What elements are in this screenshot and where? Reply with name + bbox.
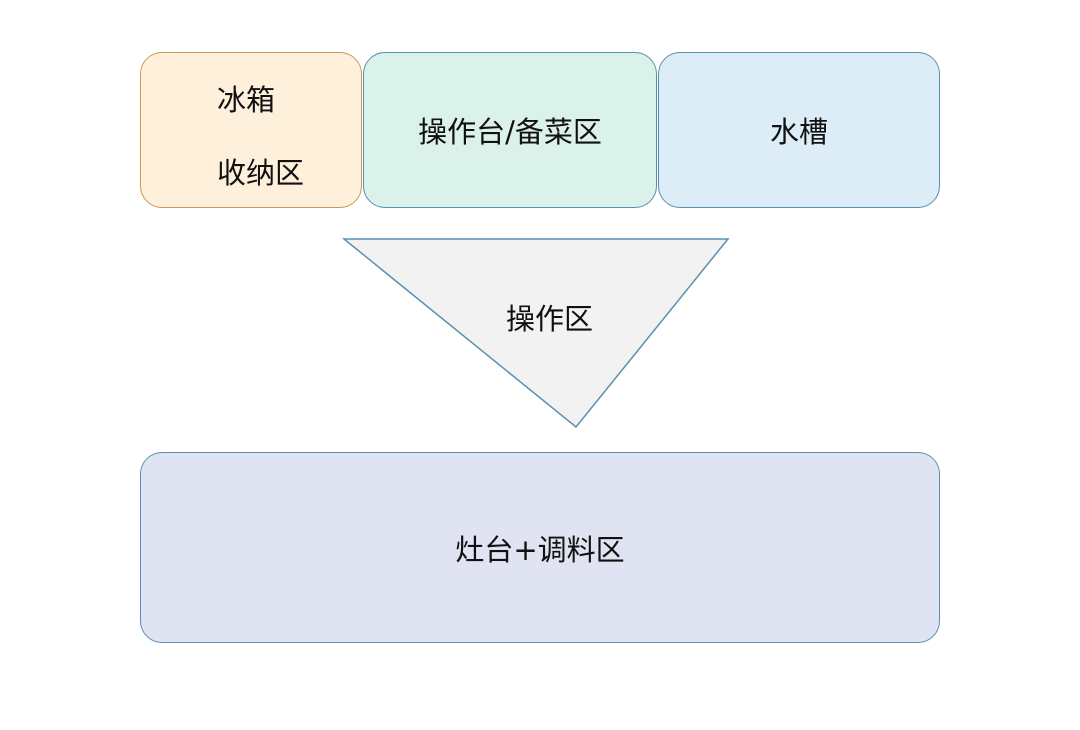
fridge-storage-zone: 冰箱 收纳区 [140,52,362,208]
prep-counter-label: 操作台/备菜区 [418,115,602,149]
stove-seasoning-zone: 灶台+调料区 [140,452,940,643]
work-triangle-label: 操作区 [506,302,594,336]
storage-label: 收纳区 [217,156,305,190]
work-triangle [341,238,730,429]
sink-zone: 水槽 [658,52,940,208]
stove-label: 灶台+调料区 [455,532,625,567]
sink-label: 水槽 [769,115,828,149]
fridge-label: 冰箱 [217,83,276,117]
prep-counter-zone: 操作台/备菜区 [363,52,657,208]
